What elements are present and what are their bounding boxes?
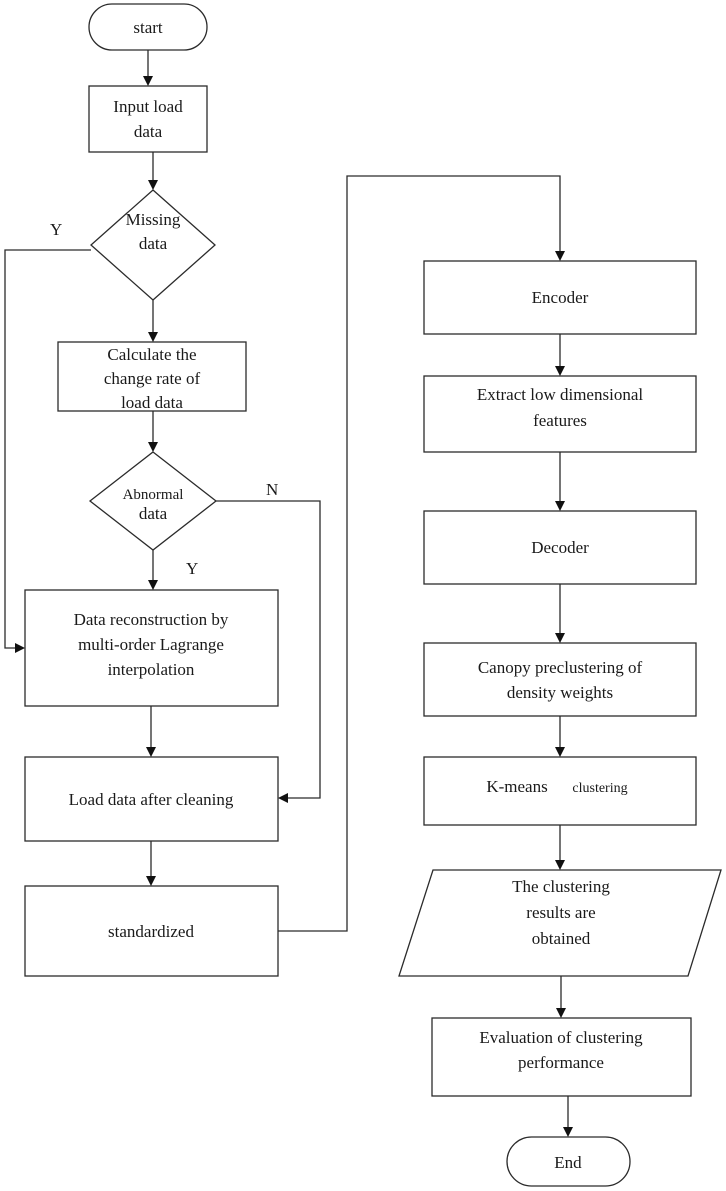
change-rate-label-line3: load data: [121, 393, 183, 412]
load-after-cleaning-box: Load data after cleaning: [24, 756, 279, 842]
end-label: End: [554, 1153, 582, 1172]
arrow-reconstruction-to-load-after: [146, 706, 156, 757]
arrow-extract-to-decoder: [555, 452, 565, 511]
arrow-decoder-to-canopy: [555, 584, 565, 643]
input-load-label-line1: Input load: [113, 97, 183, 116]
missing-label-line2: data: [139, 234, 168, 253]
results-label-line2: results are: [526, 903, 595, 922]
canopy-label-line1: Canopy preclustering of: [478, 658, 643, 677]
standardized-box: standardized: [24, 885, 279, 977]
standardized-label: standardized: [108, 922, 194, 941]
kmeans-sublabel: clustering: [572, 781, 627, 796]
change-rate-label-line2: change rate of: [104, 369, 201, 388]
kmeans-box: K-means clustering: [423, 756, 697, 826]
arrow-abnormal-no-to-load-after: [216, 500, 321, 803]
abnormal-data-decision: Abnormal data: [88, 451, 218, 551]
missing-data-decision: Missing data: [90, 189, 216, 301]
arrow-input-to-missing: [148, 152, 158, 190]
arrow-change-rate-to-abnormal: [148, 411, 158, 452]
arrow-load-after-to-standardized: [146, 841, 156, 886]
arrow-start-to-input: [143, 50, 153, 86]
change-rate-box: Calculate the change rate of load data: [57, 341, 247, 412]
extract-features-box: Extract low dimensional features: [423, 375, 697, 453]
abnormal-label-line1: Abnormal: [123, 487, 184, 503]
load-after-label: Load data after cleaning: [69, 790, 234, 809]
missing-label-line1: Missing: [126, 210, 181, 229]
results-label-line3: obtained: [532, 929, 591, 948]
extract-label-line1: Extract low dimensional: [477, 385, 643, 404]
reconstruction-box: Data reconstruction by multi-order Lagra…: [24, 589, 279, 707]
arrow-evaluation-to-end: [563, 1096, 573, 1137]
arrow-results-to-evaluation: [556, 976, 566, 1018]
extract-label-line2: features: [533, 411, 587, 430]
arrow-missing-yes-to-reconstruction: [4, 249, 91, 653]
arrow-standardized-to-encoder: [278, 175, 565, 932]
arrow-kmeans-to-results: [555, 825, 565, 870]
arrow-missing-to-change-rate: [148, 300, 158, 342]
change-rate-label-line1: Calculate the: [107, 345, 196, 364]
canopy-box: Canopy preclustering of density weights: [423, 642, 697, 717]
kmeans-label: K-means: [486, 777, 547, 796]
start-terminal: start: [88, 3, 208, 51]
end-terminal: End: [506, 1136, 631, 1187]
evaluation-box: Evaluation of clustering performance: [431, 1017, 692, 1097]
results-label-line1: The clustering: [512, 877, 610, 896]
arrow-abnormal-to-reconstruction: [148, 550, 158, 590]
reconstruction-label-line1: Data reconstruction by: [74, 610, 229, 629]
abnormal-no-label: N: [266, 480, 278, 499]
decoder-box: Decoder: [423, 510, 697, 585]
abnormal-yes-label: Y: [186, 559, 198, 578]
input-load-label-line2: data: [134, 122, 163, 141]
evaluation-label-line1: Evaluation of clustering: [479, 1028, 643, 1047]
missing-yes-label: Y: [50, 220, 62, 239]
reconstruction-label-line3: interpolation: [108, 660, 195, 679]
encoder-box: Encoder: [423, 260, 697, 335]
decoder-label: Decoder: [531, 538, 589, 557]
arrow-encoder-to-extract: [555, 334, 565, 376]
encoder-label: Encoder: [532, 288, 589, 307]
input-load-data-box: Input load data: [88, 85, 208, 153]
start-label: start: [133, 18, 163, 37]
results-parallelogram: The clustering results are obtained: [398, 869, 722, 977]
arrow-canopy-to-kmeans: [555, 716, 565, 757]
abnormal-label-line2: data: [139, 504, 168, 523]
canopy-label-line2: density weights: [507, 683, 613, 702]
evaluation-label-line2: performance: [518, 1053, 604, 1072]
reconstruction-label-line2: multi-order Lagrange: [78, 635, 224, 654]
